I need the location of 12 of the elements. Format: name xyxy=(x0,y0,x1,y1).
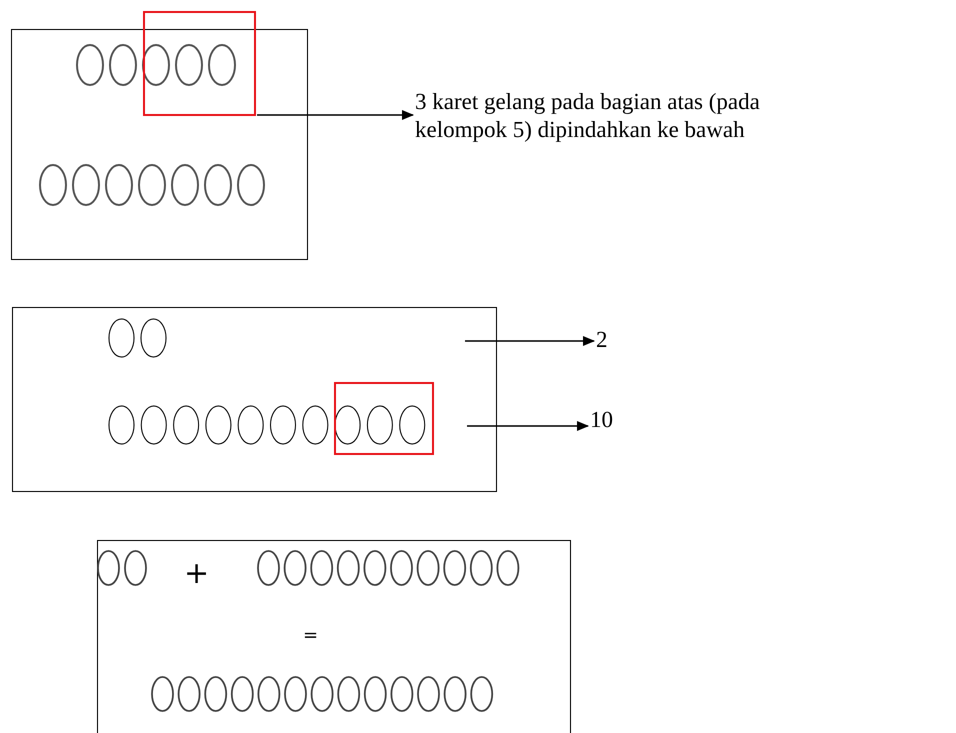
count-label: 2 xyxy=(596,326,626,354)
group-box xyxy=(12,307,497,492)
arrow xyxy=(465,336,595,346)
highlight-box xyxy=(334,382,434,455)
note-text: 3 karet gelang pada bagian atas (pada kelompok 5) dipindahkan ke bawah xyxy=(415,88,815,144)
arrow xyxy=(467,421,589,431)
arrow xyxy=(257,110,414,120)
equals-sign: = xyxy=(303,627,318,645)
plus-sign: + xyxy=(184,559,210,589)
highlight-box xyxy=(143,11,256,116)
equation-box xyxy=(97,540,571,733)
count-label: 10 xyxy=(590,406,630,434)
